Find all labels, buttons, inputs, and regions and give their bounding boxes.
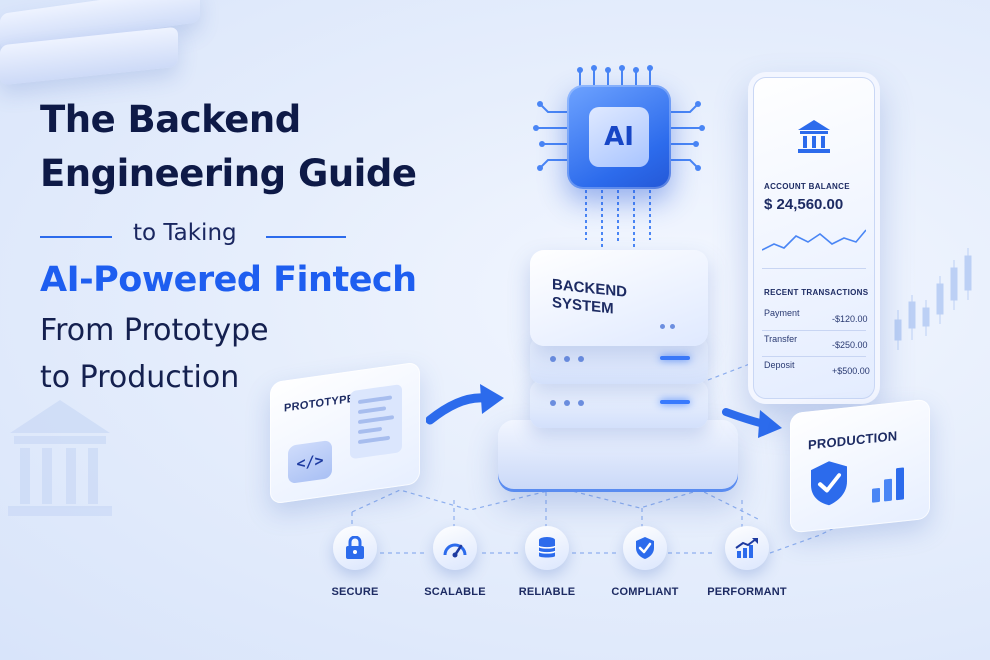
transaction-name: Transfer (764, 334, 798, 344)
ai-chip-label: AI (589, 107, 649, 167)
document-icon (350, 383, 402, 460)
server-base (498, 420, 738, 492)
candlestick-background-icon (894, 248, 972, 350)
arrow-right-icon (426, 384, 504, 425)
production-card: PRODUCTION (790, 398, 930, 534)
database-icon (538, 537, 556, 558)
phone-mockup: ACCOUNT BALANCE $ 24,560.00 RECENT TRANS… (748, 72, 880, 404)
bank-background-icon (8, 400, 112, 516)
transaction-amount: -$120.00 (832, 314, 868, 324)
bank-icon (798, 120, 830, 153)
feature-compliant: COMPLIANT (590, 526, 700, 598)
code-icon: </> (288, 439, 332, 485)
feature-label: SECURE (331, 586, 379, 598)
feature-label: PERFORMANT (707, 586, 787, 598)
bar-chart-trend-icon (735, 538, 758, 558)
shield-check-icon (636, 537, 654, 559)
lock-icon (346, 536, 364, 559)
title-rule-left (40, 236, 112, 238)
recent-transactions-label: RECENT TRANSACTIONS (764, 288, 869, 297)
transaction-name: Deposit (764, 360, 795, 370)
production-label: PRODUCTION (808, 428, 898, 453)
feature-scalable: SCALABLE (400, 526, 510, 598)
server-unit-2 (530, 380, 708, 428)
account-balance-value: $ 24,560.00 (764, 196, 844, 213)
transaction-name: Payment (764, 308, 800, 318)
title-line-2: Engineering Guide (40, 152, 417, 195)
arrow-right-icon (722, 408, 782, 438)
title-line-3: to Taking (133, 220, 237, 246)
feature-label: SCALABLE (424, 586, 486, 598)
title-line-1: The Backend (40, 98, 301, 141)
feature-secure: SECURE (300, 526, 410, 598)
circuit-traces (533, 65, 705, 250)
title-rule-right (266, 236, 346, 238)
title-line-5: From Prototype (40, 313, 269, 348)
balance-sparkline (762, 229, 866, 251)
prototype-card: PROTOTYPE </> (270, 361, 420, 505)
shield-check-icon (811, 461, 847, 506)
transaction-amount: +$500.00 (832, 366, 870, 376)
transaction-amount: -$250.00 (832, 340, 868, 350)
gauge-icon (443, 543, 467, 558)
title-line-6: to Production (40, 360, 240, 395)
bar-chart-icon (872, 467, 904, 503)
prototype-label: PROTOTYPE (284, 392, 355, 415)
ai-chip: AI (567, 85, 671, 189)
feature-label: COMPLIANT (611, 586, 679, 598)
feature-label: RELIABLE (518, 586, 576, 598)
backend-system-box: BACKEND SYSTEM (530, 250, 708, 346)
account-balance-label: ACCOUNT BALANCE (764, 182, 850, 191)
feature-reliable: RELIABLE (492, 526, 602, 598)
title-highlight: AI-Powered Fintech (40, 260, 417, 300)
feature-performant: PERFORMANT (692, 526, 802, 598)
